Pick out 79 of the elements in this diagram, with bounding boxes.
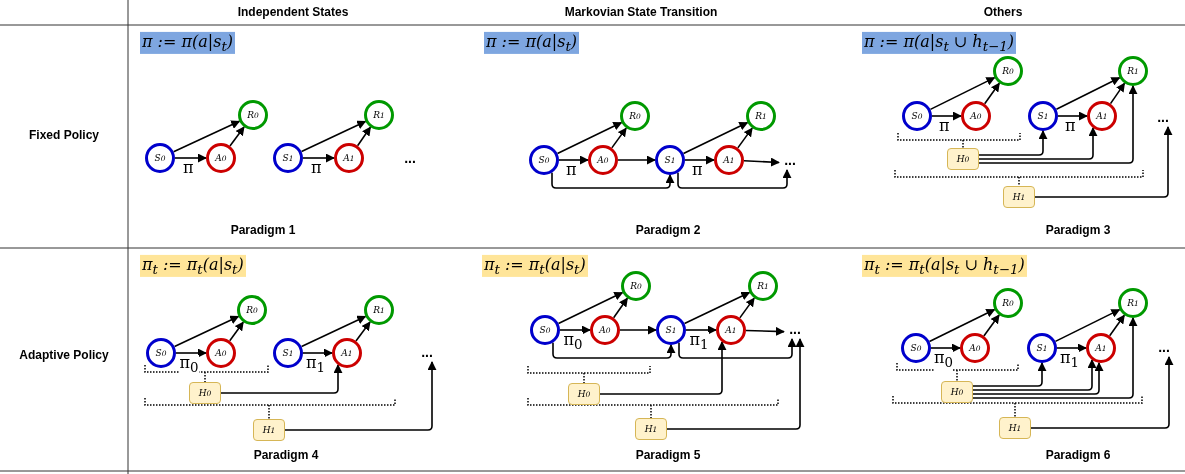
arrow bbox=[1109, 82, 1126, 105]
arrow bbox=[1108, 314, 1126, 337]
arrow bbox=[678, 338, 797, 359]
arrow bbox=[619, 325, 657, 335]
arrow bbox=[174, 153, 207, 163]
arrow bbox=[172, 120, 241, 153]
arrow bbox=[983, 314, 1000, 337]
row-header: Adaptive Policy bbox=[19, 348, 109, 362]
formula: π := π(a|s$_{t}$) bbox=[140, 31, 235, 55]
arrow bbox=[557, 291, 624, 325]
ellipsis: ... bbox=[779, 156, 801, 170]
arrow bbox=[683, 291, 751, 325]
ellipsis: ... bbox=[404, 150, 416, 166]
column-header: Independent States bbox=[237, 5, 349, 19]
arrow bbox=[1054, 308, 1121, 343]
arrow bbox=[355, 321, 371, 342]
arrow bbox=[931, 111, 962, 121]
column-header: Others bbox=[983, 5, 1023, 19]
arrow bbox=[173, 315, 240, 348]
arrow bbox=[228, 321, 245, 342]
paradigm-caption: Paradigm 1 bbox=[230, 223, 296, 237]
formula: π$_{t}$ := π$_{t}$(a|s$_{t}$ ∪ h$_{t−1}$) bbox=[862, 254, 1027, 278]
arrow bbox=[972, 361, 1104, 395]
arrow bbox=[972, 317, 1138, 399]
arrow bbox=[611, 127, 627, 149]
arrow bbox=[302, 348, 333, 358]
arrow bbox=[552, 341, 676, 359]
arrow bbox=[745, 326, 785, 336]
arrow bbox=[300, 315, 367, 348]
arrow bbox=[682, 121, 749, 155]
formula: π := π(a|s$_{t}$) bbox=[484, 31, 579, 55]
paradigm-caption: Paradigm 3 bbox=[1045, 223, 1111, 237]
arrow bbox=[551, 171, 675, 189]
paradigm-caption: Paradigm 2 bbox=[635, 223, 701, 237]
arrow bbox=[978, 127, 1098, 160]
arrow bbox=[743, 157, 780, 167]
arrow bbox=[684, 155, 715, 165]
formula: π$_{t}$ := π$_{t}$(a|s$_{t}$) bbox=[140, 254, 246, 278]
arrow bbox=[739, 297, 755, 319]
arrow bbox=[1057, 111, 1088, 121]
paradigm-caption: Paradigm 6 bbox=[1045, 448, 1111, 462]
row-header: Fixed Policy bbox=[29, 128, 99, 142]
ellipsis: ... bbox=[1152, 113, 1174, 127]
arrow bbox=[972, 362, 1047, 387]
arrow bbox=[220, 364, 343, 394]
arrow bbox=[175, 348, 207, 358]
arrow bbox=[666, 338, 805, 430]
arrow bbox=[978, 85, 1138, 164]
arrow bbox=[356, 126, 372, 147]
arrow bbox=[1030, 356, 1174, 429]
arrow bbox=[983, 82, 1001, 105]
arrow bbox=[300, 120, 367, 153]
arrow bbox=[1055, 76, 1121, 111]
arrow bbox=[928, 308, 996, 343]
arrow bbox=[685, 325, 717, 335]
arrow bbox=[978, 130, 1048, 156]
arrow bbox=[558, 155, 589, 165]
arrow bbox=[612, 297, 629, 319]
arrow bbox=[284, 361, 437, 431]
column-header: Markovian State Transition bbox=[564, 5, 718, 19]
arrow bbox=[229, 126, 245, 147]
ellipsis: ... bbox=[416, 348, 438, 362]
ellipsis: ... bbox=[784, 325, 806, 339]
arrow bbox=[556, 121, 623, 155]
arrow bbox=[617, 155, 656, 165]
ellipsis: ... bbox=[1153, 343, 1175, 357]
arrow bbox=[302, 153, 335, 163]
arrow bbox=[599, 341, 727, 395]
arrow bbox=[1034, 126, 1173, 198]
arrow bbox=[677, 169, 792, 189]
formula: π := π(a|s$_{t}$ ∪ h$_{t−1}$) bbox=[862, 31, 1016, 55]
formula: π$_{t}$ := π$_{t}$(a|s$_{t}$) bbox=[482, 254, 588, 278]
arrow bbox=[559, 325, 591, 335]
edge-label: π$_{0}$ bbox=[934, 350, 953, 372]
arrow bbox=[737, 127, 753, 149]
arrow bbox=[930, 343, 961, 353]
arrow bbox=[1056, 343, 1087, 353]
arrow bbox=[972, 359, 1097, 391]
arrow bbox=[929, 76, 996, 111]
